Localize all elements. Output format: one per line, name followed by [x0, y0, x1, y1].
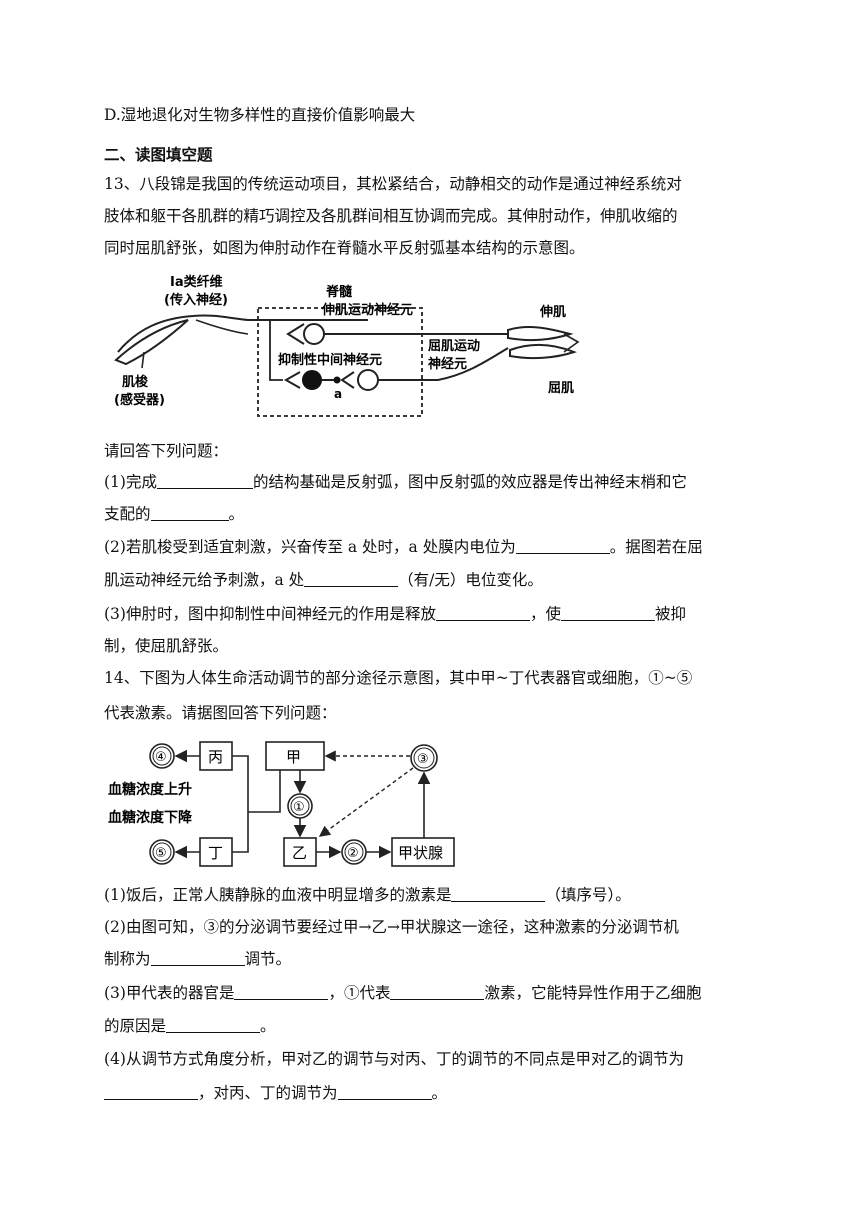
q13-p1-text-b: 的结构基础是反射弧，图中反射弧的效应器是传出神经末梢和它	[252, 473, 687, 491]
q14-p4-text-b: ，对丙、丁的调节为	[198, 1084, 338, 1102]
thyroid-label: 甲状腺	[398, 844, 443, 862]
point-a-marker	[333, 376, 341, 384]
q14-stem-line-2: 代表激素。请据图回答下列问题：	[104, 704, 337, 722]
muscle-spindle	[114, 319, 189, 366]
option-d: D.湿地退化对生物多样性的直接价值影响最大	[104, 106, 416, 124]
reflex-arc-figure: Ia类纤维 (传入神经) 脊髓 伸肌运动神经元 抑制性中间神经元 屈肌运动 神经…	[108, 268, 588, 430]
q13-part3-line1: (3)伸肘时，图中抑制性中间神经元的作用是释放 ，使 被抑	[104, 603, 686, 625]
point-a-label: a	[334, 387, 342, 401]
q13-blank-3[interactable]	[515, 537, 610, 554]
extensor-label: 伸肌	[539, 304, 566, 320]
q14-blank-2[interactable]	[150, 949, 245, 966]
q14-p3-text-a: (3)甲代表的器官是	[104, 984, 235, 1002]
q14-part3-line1: (3)甲代表的器官是 ，①代表 激素，它能特异性作用于乙细胞	[104, 982, 702, 1004]
flexor-muscle	[509, 343, 577, 360]
spindle-label-1: 肌梭	[122, 374, 149, 390]
q13-blank-2[interactable]	[150, 504, 229, 521]
q14-blank-6[interactable]	[104, 1083, 198, 1100]
q13-p2-text-b: 。据图若在屈	[609, 538, 703, 556]
q14-blank-4[interactable]	[390, 983, 485, 1000]
flexor-motor-neuron	[357, 369, 379, 391]
q13-p3-text-a: (3)伸肘时，图中抑制性中间神经元的作用是释放	[104, 605, 436, 623]
q13-p2-text-d: （有/无）电位变化。	[398, 571, 543, 589]
q13-p2-text-c: 肌运动神经元给予刺激，a 处	[104, 571, 305, 589]
q13-prompt: 请回答下列问题：	[104, 442, 229, 460]
q14-p3-text-c: 激素，它能特异性作用于乙细胞	[484, 984, 702, 1002]
q13-blank-4[interactable]	[304, 570, 399, 587]
extensor-motor-neuron	[303, 323, 325, 345]
q14-p3-text-d: 的原因是	[104, 1017, 167, 1035]
jia-label: 甲	[286, 748, 301, 766]
q14-p1-text-b: （填序号）。	[545, 886, 631, 904]
q14-stem-line-1: 14、下图为人体生命活动调节的部分途径示意图，其中甲~丁代表器官或细胞，①~⑤	[104, 669, 693, 687]
q13-p3-text-c: 被抑	[654, 605, 686, 623]
q13-p1-text-d: 。	[228, 505, 245, 523]
bing-label: 丙	[208, 748, 223, 766]
q13-stem-line-1: 13、八段锦是我国的传统运动项目，其松紧结合，动静相交的动作是通过神经系统对	[104, 175, 682, 193]
q13-p2-text-a: (2)若肌梭受到适宜刺激，兴奋传至 a 处时，a 处膜内电位为	[104, 538, 516, 556]
q13-blank-6[interactable]	[560, 604, 655, 621]
yi-label: 乙	[292, 844, 307, 862]
hormone-4-label: ④	[155, 750, 167, 765]
q14-part4-line2: ，对丙、丁的调节为 。	[104, 1082, 447, 1104]
q13-p3-text-b: ，使	[529, 605, 561, 623]
q13-part1-line2: 支配的 。	[104, 503, 244, 525]
hormone-3-label: ③	[417, 752, 429, 767]
q14-blank-5[interactable]	[166, 1016, 261, 1033]
q14-part1: (1)饭后，正常人胰静脉的血液中明显增多的激素是 （填序号）。	[104, 884, 631, 906]
q14-part2-line2: 制称为 调节。	[104, 948, 291, 970]
q14-blank-7[interactable]	[337, 1083, 432, 1100]
thyroid-box	[391, 837, 455, 867]
q14-p2-text-c: 调节。	[244, 950, 292, 968]
q14-p3-text-b: ，①代表	[328, 984, 391, 1002]
q13-p1-text-c: 支配的	[104, 505, 151, 523]
q13-stem-line-3: 同时屈肌舒张，如图为伸肘动作在脊髓水平反射弧基本结构的示意图。	[104, 239, 585, 257]
glucose-down-label: 血糖浓度下降	[108, 809, 193, 826]
extensor-motor-label: 伸肌运动神经元	[321, 302, 413, 318]
extensor-muscle	[507, 326, 574, 342]
hormone-1-label: ①	[293, 800, 305, 815]
inhibitory-label: 抑制性中间神经元	[278, 352, 382, 368]
flexor-motor-label-2: 神经元	[428, 356, 467, 372]
spindle-label-2: (感受器)	[114, 392, 165, 408]
fiber-label-1: Ia类纤维	[170, 274, 223, 290]
fiber-label-2: (传入神经)	[164, 292, 228, 308]
flexor-label: 屈肌	[548, 381, 574, 396]
hormone-2-label: ②	[347, 846, 359, 861]
section-title: 二、读图填空题	[104, 146, 213, 164]
q14-blank-3[interactable]	[234, 983, 329, 1000]
q14-blank-1[interactable]	[451, 885, 546, 902]
spinal-cord-box	[257, 307, 423, 417]
spinal-label: 脊髓	[325, 284, 353, 300]
glucose-up-label: 血糖浓度上升	[108, 781, 192, 798]
q13-part2-line1: (2)若肌梭受到适宜刺激，兴奋传至 a 处时，a 处膜内电位为 。据图若在屈	[104, 536, 703, 558]
q14-p3-text-e: 。	[260, 1017, 276, 1035]
q14-part4-line1: (4)从调节方式角度分析，甲对乙的调节与对丙、丁的调节的不同点是甲对乙的调节为	[104, 1050, 684, 1068]
inhibitory-interneuron	[302, 370, 322, 390]
hormone-5-label: ⑤	[155, 846, 167, 861]
q13-blank-1[interactable]	[156, 472, 253, 489]
q13-stem-line-2: 肢体和躯干各肌群的精巧调控及各肌群间相互协调而完成。其伸肘动作，伸肌收缩的	[104, 207, 678, 225]
q14-part3-line2: 的原因是 。	[104, 1015, 276, 1037]
afferent-fiber	[117, 314, 368, 353]
q13-blank-5[interactable]	[435, 604, 530, 621]
q14-p1-text-a: (1)饭后，正常人胰静脉的血液中明显增多的激素是	[104, 886, 452, 904]
q13-part3-line2: 制，使屈肌舒张。	[104, 637, 229, 655]
q14-part2-line1: (2)由图可知，③的分泌调节要经过甲→乙→甲状腺这一途径，这种激素的分泌调节机	[104, 918, 679, 936]
flexor-motor-label-1: 屈肌运动	[428, 339, 480, 354]
q14-p4-text-c: 。	[431, 1084, 448, 1102]
q14-p2-text-b: 制称为	[104, 950, 151, 968]
jia-box	[265, 741, 325, 771]
q13-part1-line1: (1)完成 的结构基础是反射弧，图中反射弧的效应器是传出神经末梢和它	[104, 471, 687, 493]
hormone-regulation-figure: 丙 甲 丁 乙 甲状腺 血糖浓度上升 血糖浓度下降 ④ ⑤ ① ② ③	[108, 736, 468, 872]
q13-p1-text-a: (1)完成	[104, 473, 157, 491]
ding-label: 丁	[208, 844, 223, 862]
q13-part2-line2: 肌运动神经元给予刺激，a 处 （有/无）电位变化。	[104, 569, 543, 591]
